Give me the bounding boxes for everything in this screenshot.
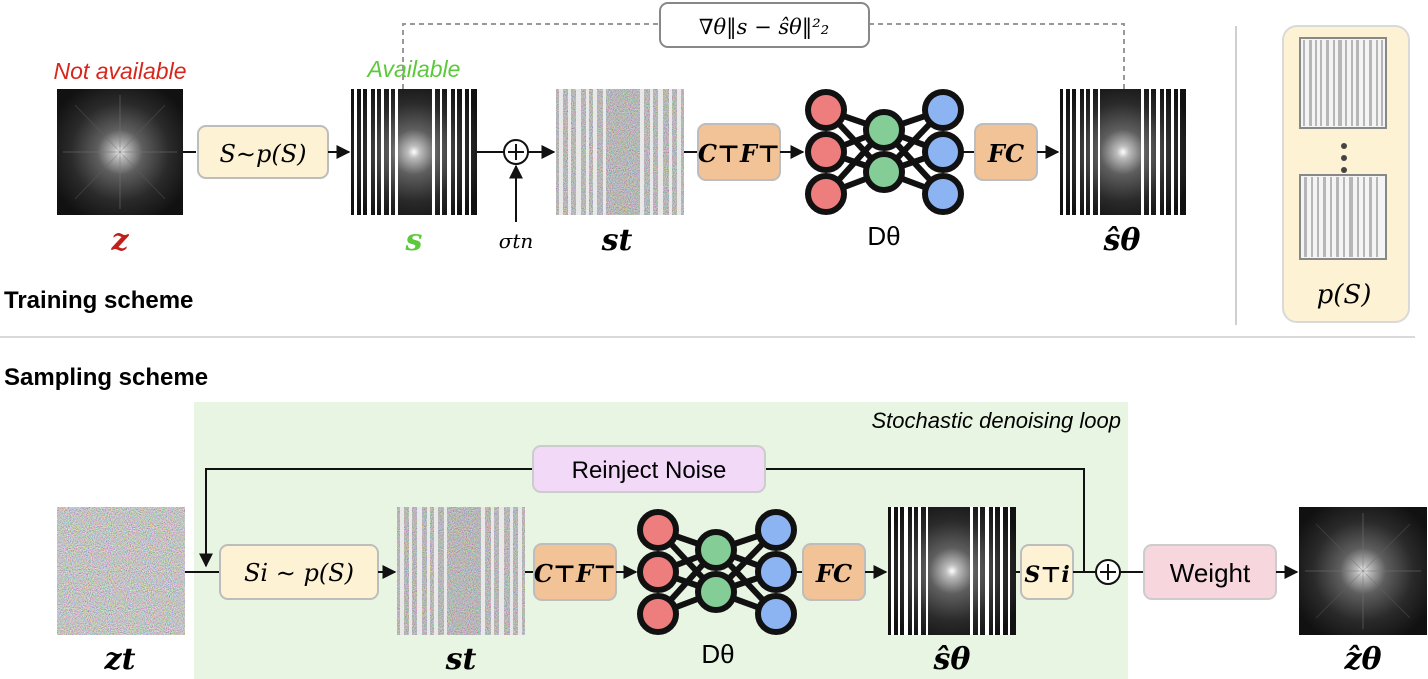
mask-transpose-label: S⊤i — [1024, 562, 1069, 588]
sample-mask-label-sampling: Si ∼ p(S) — [244, 559, 354, 587]
mask-distribution-panel: p(S) — [1282, 25, 1410, 323]
reinject-noise-box — [532, 445, 766, 493]
mask-distribution-label: p(S) — [1317, 280, 1372, 310]
reinject-path-left — [199, 468, 533, 568]
reinject-noise-label: Reinject Noise — [572, 457, 727, 484]
zt-label: zt — [104, 642, 136, 677]
loss-connector-right — [869, 23, 1125, 89]
loss-box — [659, 2, 870, 48]
denoiser-network — [805, 89, 964, 215]
forward-op-label-sampling: FC — [815, 559, 852, 588]
loss-connector — [402, 23, 660, 89]
weight-label: Weight — [1170, 558, 1251, 588]
training-title: Training scheme — [4, 287, 193, 314]
st-label: st — [601, 223, 633, 258]
adjoint-op-label-sampling: C⊤F⊤ — [534, 559, 616, 588]
denoiser-network-sampling — [637, 509, 797, 635]
adjoint-op-label: C⊤F⊤ — [698, 139, 780, 168]
available-label: Available — [366, 56, 461, 82]
zhat-label: ẑθ — [1343, 642, 1381, 677]
shat-label-sampling: ŝθ — [933, 642, 971, 677]
noisy-kspace-st-sampling — [397, 507, 525, 635]
denoiser-label-sampling: Dθ — [701, 639, 734, 669]
loss-label: ∇θ‖s − ŝθ‖²₂ — [699, 15, 829, 40]
shat-label: ŝθ — [1103, 223, 1141, 258]
denoiser-label: Dθ — [867, 221, 900, 251]
not-available-label: Not available — [54, 58, 187, 84]
estimate-kspace-shat — [1060, 89, 1186, 215]
reinject-path-right — [765, 468, 1085, 572]
training-scheme: Not available Available z S∼p(S) — [4, 2, 1186, 314]
loop-label: Stochastic denoising loop — [872, 408, 1122, 433]
masked-kspace-s — [351, 89, 477, 215]
output-kspace-zhat — [1299, 507, 1427, 635]
zt-noise-image — [57, 507, 185, 635]
estimate-kspace-shat-sampling — [888, 507, 1016, 635]
s-label: s — [405, 223, 423, 258]
z-label: z — [110, 223, 129, 258]
st-label-sampling: st — [445, 642, 477, 677]
sampling-title: Sampling scheme — [4, 364, 208, 391]
sampling-scheme: Sampling scheme Stochastic denoising loo… — [4, 364, 1427, 679]
z-kspace-image — [57, 89, 183, 215]
sample-mask-label: S∼p(S) — [219, 140, 306, 168]
noisy-kspace-st — [556, 89, 684, 215]
noise-label: σtn — [499, 229, 534, 253]
forward-op-label: FC — [987, 139, 1024, 168]
